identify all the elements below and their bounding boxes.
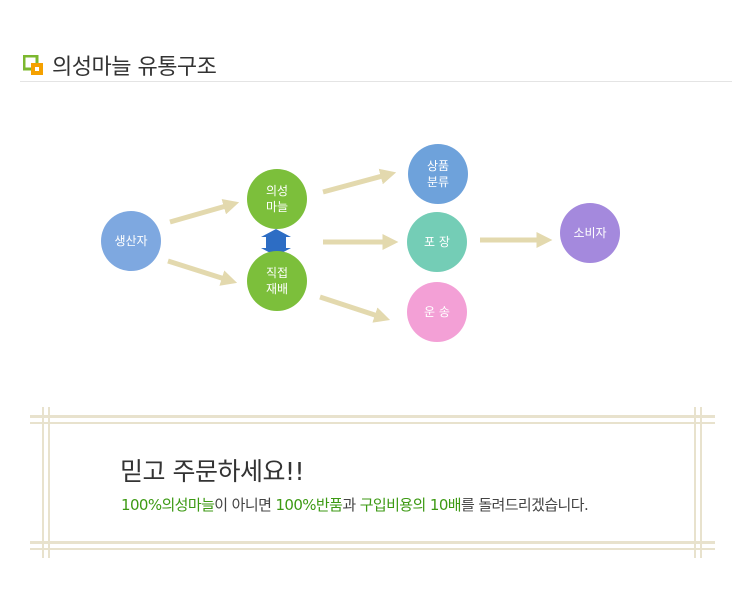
node-delivery-label: 운 송	[424, 305, 450, 319]
arrow-cultivation-to-delivery	[319, 294, 391, 323]
node-uiseong-garlic-label: 의성 마늘	[265, 184, 289, 214]
node-packaging-label: 포 장	[424, 235, 450, 249]
node-packaging: 포 장	[407, 212, 467, 272]
guarantee-highlight: 100%의성마늘	[121, 496, 215, 514]
page-title: 의성마늘 유통구조	[52, 55, 217, 80]
node-sorting: 상품 분류	[408, 144, 468, 204]
arrow-producer-to-cultivation	[167, 258, 238, 286]
node-consumer: 소비자	[560, 203, 620, 263]
node-direct-cultivation: 직접 재배	[247, 251, 307, 311]
slogan-guarantee-text: 100%의성마늘이 아니면 100%반품과 구입비용의 10배를 돌려드리겠습니…	[121, 494, 589, 515]
node-producer: 생산자	[101, 211, 161, 271]
node-sorting-label: 상품 분류	[426, 159, 450, 189]
node-direct-cultivation-label: 직접 재배	[265, 266, 289, 296]
node-uiseong-garlic: 의성 마늘	[247, 169, 307, 229]
arrow-producer-to-garlic	[169, 198, 240, 225]
node-producer-label: 생산자	[114, 234, 148, 248]
guarantee-text: 과	[342, 496, 360, 514]
node-consumer-label: 소비자	[573, 226, 607, 240]
guarantee-text: 를 돌려드리겠습니다.	[460, 496, 589, 514]
guarantee-highlight: 구입비용의 10배	[359, 496, 462, 514]
nested-squares-icon	[23, 55, 43, 75]
title-divider	[20, 81, 732, 82]
arrow-garlic-to-sorting	[322, 168, 397, 195]
guarantee-text: 이 아니면	[214, 496, 276, 514]
guarantee-highlight: 100%반품	[275, 496, 343, 514]
node-delivery: 운 송	[407, 282, 467, 342]
slogan-headline: 믿고 주문하세요!!	[120, 457, 305, 486]
